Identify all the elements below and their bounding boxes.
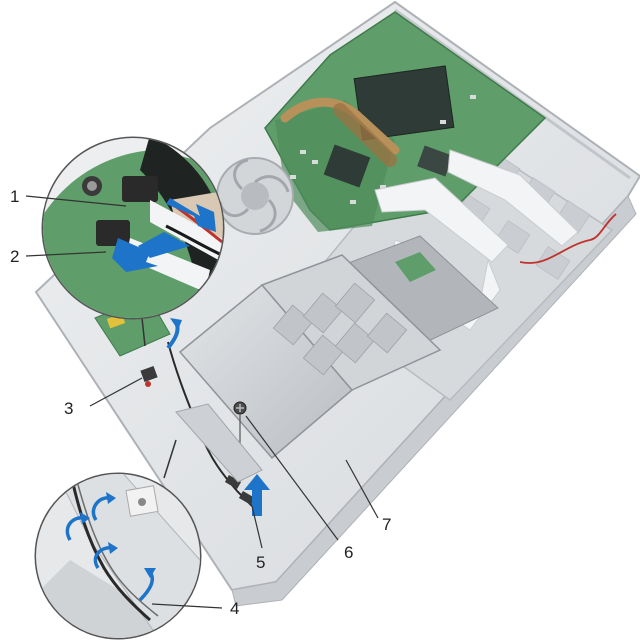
cpu-chip	[353, 65, 455, 141]
inset-top	[41, 136, 225, 320]
magnify-guide-top	[141, 317, 146, 347]
magnify-guide-bottom	[163, 439, 177, 479]
callout-3: 3	[64, 399, 73, 418]
callout-5: 5	[256, 553, 265, 572]
callout-6: 6	[344, 543, 353, 562]
connector-icon	[122, 176, 158, 202]
heat-pipe	[280, 97, 400, 155]
red-cable	[519, 213, 617, 264]
callout-2: 2	[10, 247, 19, 266]
callout-4: 4	[230, 599, 239, 618]
cable-connector	[224, 475, 256, 505]
callout-1: 1	[10, 187, 19, 206]
callout-7: 7	[382, 515, 391, 534]
fan	[216, 157, 294, 235]
connector-icon	[140, 365, 158, 387]
leader-lines	[25, 195, 379, 609]
battery-shield	[178, 254, 442, 460]
inset-bottom	[34, 472, 202, 640]
arrow-icon	[244, 474, 270, 516]
speaker	[175, 403, 263, 483]
arrow-icon	[112, 198, 216, 272]
